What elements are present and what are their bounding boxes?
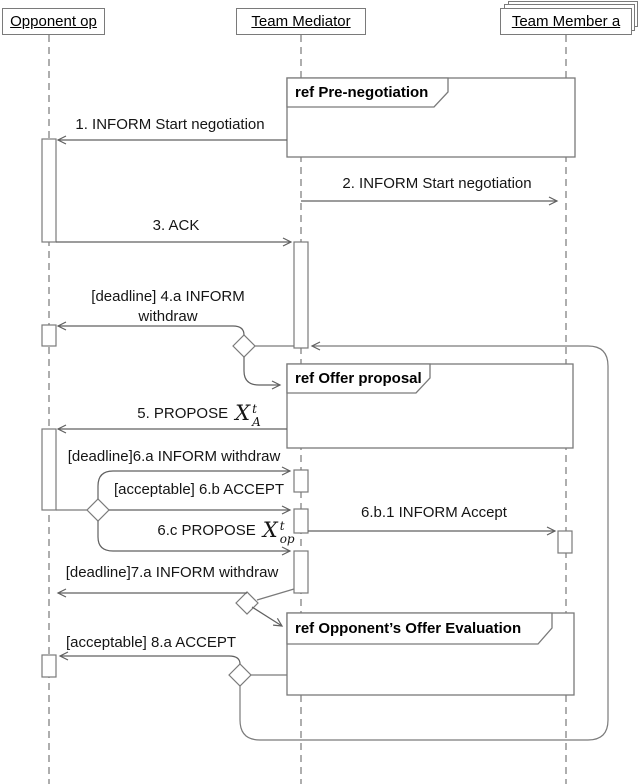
fragment-label-pre-negotiation: ref Pre-negotiation [295,84,429,101]
message-label-6c: 6.c PROPOSE X t op [120,514,332,546]
message-label-8a: [acceptable] 8.a ACCEPT [65,634,237,651]
message-label-4a: [deadline] 4.a INFORM withdraw [60,287,276,327]
actor-label-team-member: Team Member a [511,13,621,30]
choice-diamond-4 [228,663,252,687]
activation-mediator-1 [293,241,309,349]
choice-diamond-3 [235,591,259,615]
choice-diamond-1 [232,334,256,358]
message-label-4a-line2: withdraw [138,308,198,325]
connectors-group [56,345,295,676]
message-label-5: 5. PROPOSE X t A [99,398,299,429]
message-label-1: 1. INFORM Start negotiation [75,116,265,133]
message-label-2: 2. INFORM Start negotiation [342,175,532,192]
connector-mediator-diamond3 [256,588,295,601]
activation-mediator-3 [293,508,309,534]
actor-box-opponent: Opponent op [2,8,105,35]
flow-arrow-offer-proposal [243,357,282,390]
choice-diamond-2 [86,498,110,522]
fragment-label-offer-proposal: ref Offer proposal [295,370,422,387]
activation-opponent-4 [41,654,57,678]
message-6c-superscript: t [279,519,285,533]
ref-pentagon-pre-negotiation [286,77,449,108]
activation-opponent-1 [41,138,57,243]
activation-mediator-2 [293,469,309,493]
activation-mediator-4 [293,550,309,594]
message-arrow-6a [97,466,292,499]
message-label-4a-line1: [deadline] 4.a INFORM [91,288,245,305]
message-6c-supsub: t op [280,520,295,546]
ref-pentagon-offer-proposal [286,363,431,394]
actor-box-team-member: Team Member a [500,8,632,35]
loop-back-path [239,341,609,741]
message-5-supsub: t A [252,403,261,429]
message-label-6a: [deadline]6.a INFORM withdraw [67,448,281,465]
message-6c-subscript: op [279,532,295,546]
flow-arrow-offer-evaluation [251,606,284,627]
message-label-6b1: 6.b.1 INFORM Accept [361,504,507,521]
activation-team-member-1 [557,530,573,554]
ref-pentagon-opponent-offer-evaluation [286,612,553,645]
message-5-subscript: A [252,415,261,429]
arrows-group [56,135,559,665]
message-5-superscript: t [252,402,257,416]
message-label-6b: [acceptable] 6.b ACCEPT [113,481,285,498]
activations-group [41,138,573,678]
activation-opponent-3 [41,428,57,511]
choice-diamonds-group [86,334,259,687]
message-5-text: 5. PROPOSE [137,404,229,422]
actor-box-mediator: Team Mediator [236,8,366,35]
fragments-group [286,77,576,696]
message-arrow-6c [97,521,292,556]
message-label-7a: [deadline]7.a INFORM withdraw [65,564,279,581]
actor-label-opponent: Opponent op [10,13,97,30]
message-6c-variable: X [262,518,278,542]
message-5-variable: X [235,401,251,425]
message-label-3: 3. ACK [152,217,200,234]
actor-label-mediator: Team Mediator [251,13,351,30]
message-arrow-4a [56,321,245,336]
message-arrow-8a [58,651,241,665]
fragment-label-opponent-offer-evaluation: ref Opponent’s Offer Evaluation [295,620,522,637]
message-6c-text: 6.c PROPOSE [157,521,256,539]
activation-opponent-2 [41,324,57,347]
